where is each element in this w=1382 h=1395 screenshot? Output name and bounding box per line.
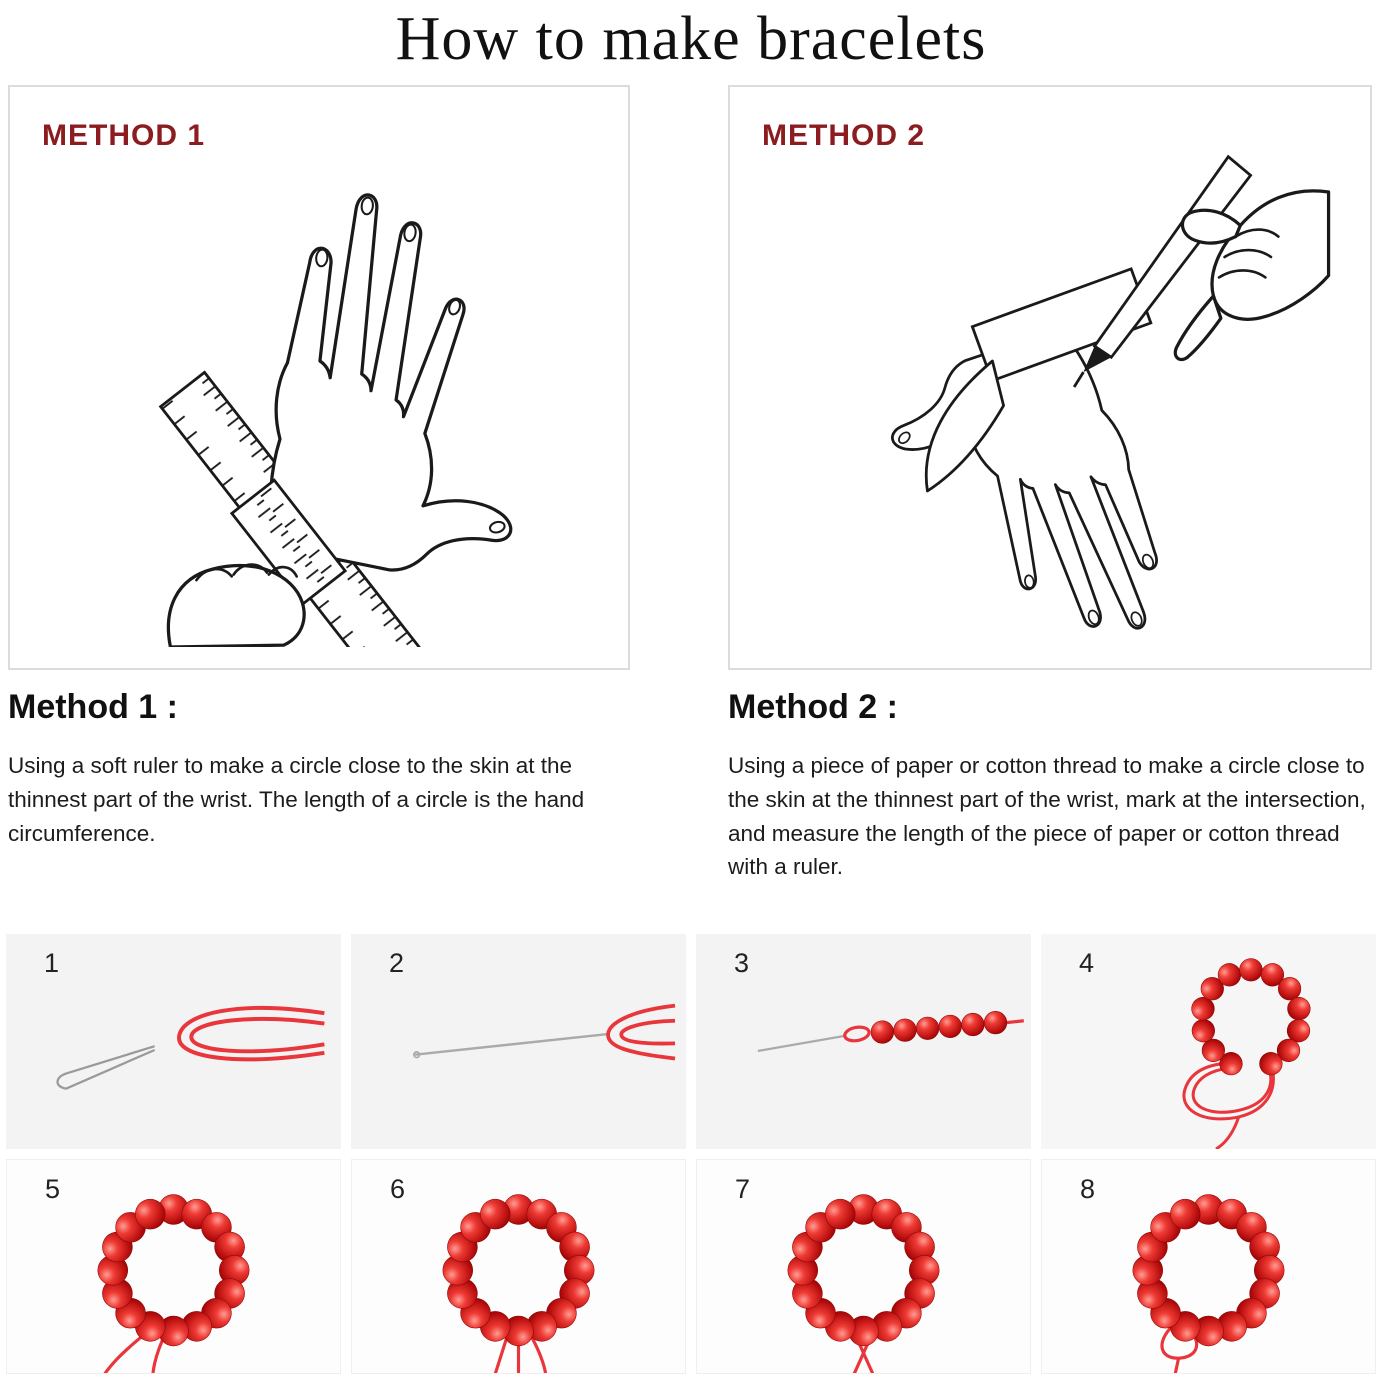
step8-finished-bracelet-image <box>1042 1160 1375 1373</box>
step-cell-7: 7 <box>696 1159 1031 1374</box>
beading-needle-icon <box>414 1032 610 1056</box>
red-cord-loop-icon <box>1182 1061 1275 1121</box>
method-descriptions: Method 1 : Using a soft ruler to make a … <box>0 688 1382 884</box>
bead-ring-icon <box>443 1195 594 1346</box>
method-panels: METHOD 1 <box>0 85 1382 670</box>
red-beads-row-icon <box>870 1011 1008 1044</box>
open-hand-icon <box>268 193 513 572</box>
paper-wrist-band-icon <box>924 267 1153 493</box>
step-number: 2 <box>389 948 405 978</box>
pen-icon <box>1072 154 1253 388</box>
step6-finished-bracelet-image <box>352 1160 685 1373</box>
red-cord-loop-icon <box>177 1006 325 1062</box>
step-cell-6: 6 <box>351 1159 686 1374</box>
step-cell-8: 8 <box>1041 1159 1376 1374</box>
method2-description-block: Method 2 : Using a piece of paper or cot… <box>728 688 1372 884</box>
mark-wrist-with-pen-illustration <box>874 154 1331 647</box>
method1-description: Using a soft ruler to make a circle clos… <box>8 753 585 846</box>
gripping-hand-icon <box>166 563 306 647</box>
step-number: 5 <box>45 1174 61 1204</box>
step1-needle-and-folded-cord-image <box>56 1006 325 1090</box>
step7-finished-bracelet-image <box>697 1160 1030 1373</box>
method2-panel: METHOD 2 <box>728 85 1372 670</box>
bead-ring-icon <box>1133 1195 1284 1346</box>
method1-label: METHOD 1 <box>42 119 206 152</box>
ruler-wrist-band-icon <box>229 478 348 607</box>
loose-threads-icon <box>493 1329 511 1373</box>
steps-grid: 1 2 3 <box>0 934 1382 1374</box>
step5-finished-bracelet-image <box>7 1160 340 1373</box>
step-cell-5: 5 <box>6 1159 341 1374</box>
step-cell-3: 3 <box>696 934 1031 1149</box>
pen-holding-hand-icon <box>1173 189 1331 362</box>
step-number: 7 <box>735 1174 751 1204</box>
step2-needle-through-cord-image <box>412 1003 676 1061</box>
measure-wrist-with-ruler-illustration <box>158 193 513 647</box>
method1-heading: Method 1 : <box>8 688 178 726</box>
step-number: 3 <box>734 948 750 978</box>
method1-description-block: Method 1 : Using a soft ruler to make a … <box>8 688 630 884</box>
step-cell-1: 1 <box>6 934 341 1149</box>
step-cell-4: 4 <box>1041 934 1376 1149</box>
bead-ring-icon <box>98 1195 249 1346</box>
method2-heading: Method 2 : <box>728 688 898 726</box>
page-title: How to make bracelets <box>395 5 987 73</box>
bead-ring-icon <box>788 1195 939 1346</box>
beading-needle-icon <box>757 1034 845 1053</box>
red-cord-loop-icon <box>606 1003 676 1061</box>
method2-label: METHOD 2 <box>762 119 926 152</box>
step3-first-beads-strung-image <box>757 1011 1024 1053</box>
knot-loop-icon <box>1160 1319 1199 1360</box>
step-number: 1 <box>44 948 60 978</box>
method2-description: Using a piece of paper or cotton thread … <box>728 753 1366 880</box>
step-cell-2: 2 <box>351 934 686 1149</box>
step4-almost-complete-bracelet-image <box>1182 934 1376 1149</box>
step-number: 4 <box>1079 948 1095 978</box>
step-number: 8 <box>1080 1174 1096 1204</box>
step-number: 6 <box>390 1174 406 1204</box>
method1-panel: METHOD 1 <box>8 85 630 670</box>
red-cord-loop-icon <box>843 1025 871 1043</box>
beading-needle-icon <box>56 1045 156 1090</box>
bead-ring-icon <box>1190 959 1313 1079</box>
